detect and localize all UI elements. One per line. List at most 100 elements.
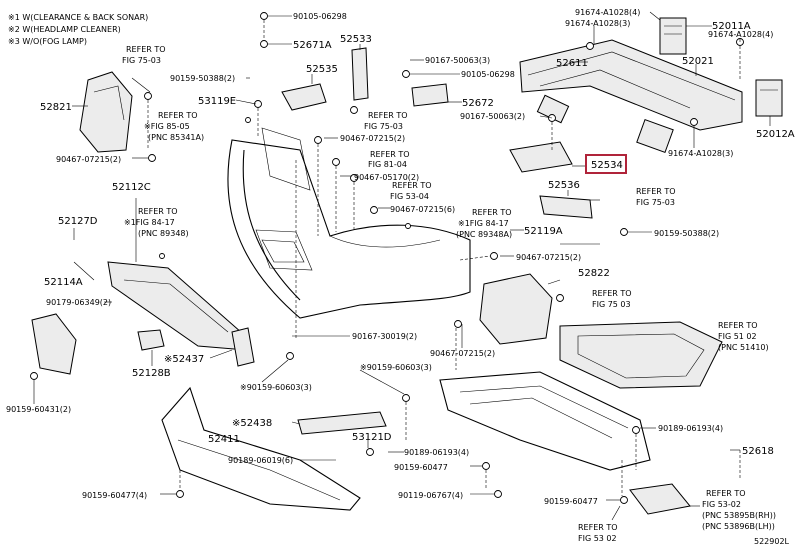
ref-line: REFER TO: [636, 187, 676, 196]
ref-fig-75-03-d[interactable]: REFER TO FIG 75 03: [592, 289, 632, 309]
label-90467-07215-2c[interactable]: 90467-07215(2): [516, 253, 581, 262]
ref-fig-75-03-c[interactable]: REFER TO FIG 75-03: [636, 187, 676, 207]
label-90159-60477-a[interactable]: 90159-60477: [394, 463, 448, 472]
label-90167-50063-3[interactable]: 90167-50063(3): [425, 56, 490, 65]
label-90189-06193-4a[interactable]: 90189-06193(4): [404, 448, 469, 457]
bracket-52438-drawing: [297, 411, 387, 435]
ref-line: FIG 75-03: [364, 122, 403, 131]
label-52534[interactable]: 52534: [591, 160, 623, 171]
ref-line: (PNC 89348): [138, 229, 189, 238]
label-52438[interactable]: ※52438: [232, 418, 272, 429]
ref-fig-84-17-89348[interactable]: REFER TO ※1FIG 84-17 (PNC 89348): [124, 207, 189, 238]
lower-spoiler-52411-drawing: [161, 386, 361, 511]
label-90159-60477-b[interactable]: 90159-60477: [544, 497, 598, 506]
label-90189-06019-6[interactable]: 90189-06019(6): [228, 456, 293, 465]
diagram-code: 522902L: [754, 537, 790, 546]
label-91674-a1028-4b[interactable]: 91674-A1028(4): [708, 30, 773, 39]
bracket-52534-drawing: [509, 141, 573, 173]
bumper-cover-drawing: [227, 127, 471, 319]
bolt-icon: [620, 496, 628, 504]
label-52012a[interactable]: 52012A: [756, 129, 795, 140]
bolt-icon: [350, 106, 358, 114]
label-90159-60603-3a[interactable]: ※90159-60603(3): [240, 383, 312, 392]
label-90179-06349-2[interactable]: 90179-06349(2): [46, 298, 111, 307]
label-52112c[interactable]: 52112C: [112, 182, 151, 193]
label-91674-a1028-4a[interactable]: 91674-A1028(4): [575, 8, 640, 17]
label-90467-07215-6[interactable]: 90467-07215(6): [390, 205, 455, 214]
ref-fig-53-02-a[interactable]: REFER TO FIG 53-02 (PNC 53895B(RH)) (PNC…: [702, 489, 776, 531]
label-90159-50388-2[interactable]: 90159-50388(2): [170, 74, 235, 83]
highlight-box: [585, 154, 627, 174]
label-90159-50388-2b[interactable]: 90159-50388(2): [654, 229, 719, 238]
ref-line: (PNC 89348A): [456, 230, 512, 239]
ref-fig-75-03-a[interactable]: REFER TO FIG 75-03: [122, 45, 166, 65]
cross-references: REFER TO FIG 75-03 REFER TO ※FIG 85-05 (…: [122, 45, 776, 543]
ref-fig-84-17-89348a[interactable]: REFER TO ※1FIG 84-17 (PNC 89348A): [456, 208, 512, 239]
label-52671a[interactable]: 52671A: [293, 40, 332, 51]
label-90119-06767-4[interactable]: 90119-06767(4): [398, 491, 463, 500]
bolt-icon: [482, 462, 490, 470]
label-90167-50063-2[interactable]: 90167-50063(2): [460, 112, 525, 121]
label-52411[interactable]: 52411: [208, 434, 240, 445]
leader-lines: [33, 11, 771, 521]
ref-line: REFER TO: [472, 208, 512, 217]
label-52128b[interactable]: 52128B: [132, 368, 171, 379]
bolt-icon: [332, 158, 340, 166]
label-52011a[interactable]: 52011A: [712, 21, 751, 32]
note-1: ※1 W(CLEARANCE & BACK SONAR): [8, 13, 148, 22]
bolt-icon: [454, 320, 462, 328]
bolt-icon: [402, 70, 410, 78]
label-90159-60431-2[interactable]: 90159-60431(2): [6, 405, 71, 414]
label-90467-05170-2[interactable]: 90467-05170(2): [354, 173, 419, 182]
label-90467-07215-2b[interactable]: 90467-07215(2): [56, 155, 121, 164]
label-53119e[interactable]: 53119E: [198, 96, 236, 107]
label-91674-a1028-3b[interactable]: 91674-A1028(3): [668, 149, 733, 158]
note-3: ※3 W/O(FOG LAMP): [8, 37, 87, 46]
label-52127d[interactable]: 52127D: [58, 216, 98, 227]
label-90189-06193-4b[interactable]: 90189-06193(4): [658, 424, 723, 433]
label-52672[interactable]: 52672: [462, 98, 494, 109]
label-52535[interactable]: 52535: [306, 64, 338, 75]
label-52533[interactable]: 52533: [340, 34, 372, 45]
ref-fig-53-04[interactable]: REFER TO FIG 53-04: [390, 181, 432, 201]
ref-line: FIG 53 02: [578, 534, 617, 543]
label-52611[interactable]: 52611: [556, 58, 588, 69]
label-52822[interactable]: 52822: [578, 268, 610, 279]
label-90167-30019-2[interactable]: 90167-30019(2): [352, 332, 417, 341]
lower-absorber-52618-drawing: [439, 371, 651, 471]
label-91674-a1028-3a[interactable]: 91674-A1028(3): [565, 19, 630, 28]
ref-fig-85-05[interactable]: REFER TO ※FIG 85-05 (PNC 85341A): [144, 111, 204, 142]
ref-line: REFER TO: [370, 150, 410, 159]
label-52021[interactable]: 52021: [682, 56, 714, 67]
label-52618[interactable]: 52618: [742, 446, 774, 457]
label-52437[interactable]: ※52437: [164, 354, 204, 365]
label-52536[interactable]: 52536: [548, 180, 580, 191]
label-52114a[interactable]: 52114A: [44, 277, 83, 288]
label-90159-60603-3b[interactable]: ※90159-60603(3): [360, 363, 432, 372]
ref-line: REFER TO: [592, 289, 632, 298]
label-90105-06298[interactable]: 90105-06298: [293, 12, 347, 21]
label-52821[interactable]: 52821: [40, 102, 72, 113]
ref-line: ※1FIG 84-17: [458, 219, 509, 228]
ref-line: REFER TO: [368, 111, 408, 120]
ref-fig-51-02[interactable]: REFER TO FIG 51 02 (PNC 51410): [718, 321, 769, 352]
bolt-icon: [620, 228, 628, 236]
ref-line: FIG 81-04: [368, 160, 407, 169]
ref-line: REFER TO: [138, 207, 178, 216]
ref-fig-53-02-b[interactable]: REFER TO FIG 53 02: [578, 523, 618, 543]
bolt-icon: [176, 490, 184, 498]
ref-fig-81-04[interactable]: REFER TO FIG 81-04: [368, 150, 410, 169]
bolt-icon: [586, 42, 594, 50]
highlighted-part-52534[interactable]: 52534: [585, 154, 627, 174]
bolt-icon: [350, 174, 358, 182]
ref-fig-75-03-b[interactable]: REFER TO FIG 75-03: [364, 111, 408, 131]
label-90105-06298-b[interactable]: 90105-06298: [461, 70, 515, 79]
label-53121d[interactable]: 53121D: [352, 432, 392, 443]
label-90467-07215-2d[interactable]: 90467-07215(2): [430, 349, 495, 358]
bolt-icon: [148, 154, 156, 162]
bolt-icon: [632, 426, 640, 434]
label-90467-07215-2a[interactable]: 90467-07215(2): [340, 134, 405, 143]
label-52119a[interactable]: 52119A: [524, 226, 563, 237]
label-90159-60477-4[interactable]: 90159-60477(4): [82, 491, 147, 500]
ref-line: FIG 75-03: [122, 56, 161, 65]
